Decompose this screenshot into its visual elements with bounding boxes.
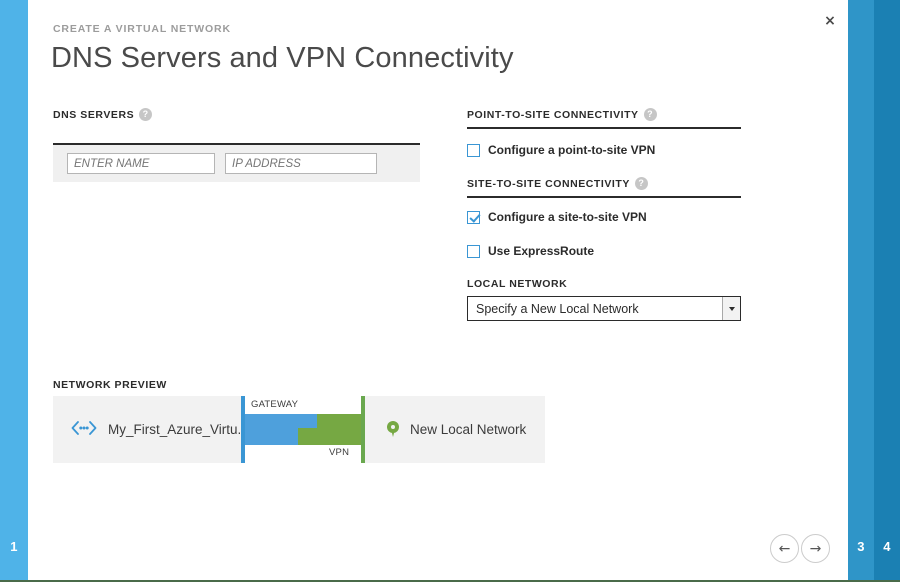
site-to-site-divider	[467, 196, 741, 198]
connector-left-edge	[241, 396, 245, 463]
close-icon[interactable]: ×	[824, 13, 836, 29]
virtual-network-icon	[71, 421, 97, 438]
step-indicator-3[interactable]: 3	[848, 0, 874, 582]
next-button[interactable]: →	[801, 534, 830, 563]
local-network-name: New Local Network	[410, 422, 527, 437]
dns-name-input[interactable]	[67, 153, 215, 174]
back-button[interactable]: ←	[770, 534, 799, 563]
checkbox-box[interactable]	[467, 244, 480, 258]
gateway-vpn-connector: GATEWAY VPN	[241, 396, 365, 463]
local-network-label-text: LOCAL NETWORK	[467, 278, 568, 290]
gateway-band-upper	[245, 414, 317, 428]
local-network-label: LOCAL NETWORK	[467, 278, 567, 290]
checkbox-label: Configure a site-to-site VPN	[488, 210, 647, 224]
virtual-network-node[interactable]: My_First_Azure_Virtu...	[53, 396, 249, 463]
gateway-label: GATEWAY	[251, 399, 299, 410]
vpn-band-upper	[317, 414, 361, 428]
local-network-select[interactable]: Specify a New Local Network	[467, 296, 741, 321]
bottom-accent-rule	[0, 580, 900, 582]
network-preview-diagram: My_First_Azure_Virtu... GATEWAY VPN New …	[53, 396, 545, 463]
dns-servers-label: DNS SERVERS ?	[53, 108, 153, 121]
vpn-label: VPN	[329, 447, 350, 458]
network-preview-label: NETWORK PREVIEW	[53, 379, 167, 391]
connector-right-edge	[361, 396, 365, 463]
local-network-selected-value: Specify a New Local Network	[476, 301, 639, 316]
step-4-number: 4	[883, 539, 891, 554]
network-preview-label-text: NETWORK PREVIEW	[53, 379, 167, 391]
checkbox-configure-point-to-site-vpn[interactable]: Configure a point-to-site VPN	[467, 143, 655, 157]
checkbox-label: Use ExpressRoute	[488, 244, 595, 258]
step-indicator-1[interactable]: 1	[0, 0, 28, 582]
chevron-down-icon[interactable]	[722, 297, 740, 320]
site-to-site-label: SITE-TO-SITE CONNECTIVITY ?	[467, 177, 648, 190]
step-indicator-4[interactable]: 4	[874, 0, 900, 582]
step-3-number: 3	[857, 539, 865, 554]
local-network-node[interactable]: New Local Network	[365, 396, 545, 463]
point-to-site-label-text: POINT-TO-SITE CONNECTIVITY	[467, 108, 639, 121]
virtual-network-name: My_First_Azure_Virtu...	[108, 422, 249, 437]
gateway-band-lower	[245, 428, 298, 445]
location-pin-icon	[387, 420, 399, 439]
step-1-number: 1	[10, 539, 18, 554]
help-icon[interactable]: ?	[139, 108, 153, 121]
checkbox-configure-site-to-site-vpn[interactable]: Configure a site-to-site VPN	[467, 210, 647, 224]
help-icon[interactable]: ?	[643, 108, 657, 121]
site-to-site-label-text: SITE-TO-SITE CONNECTIVITY	[467, 177, 630, 190]
breadcrumb: CREATE A VIRTUAL NETWORK	[53, 23, 231, 35]
dns-servers-label-text: DNS SERVERS	[53, 108, 135, 121]
checkbox-use-expressroute[interactable]: Use ExpressRoute	[467, 244, 594, 258]
dns-ip-input[interactable]	[225, 153, 377, 174]
vpn-band-lower	[298, 428, 361, 445]
dns-servers-panel	[53, 143, 420, 182]
point-to-site-label: POINT-TO-SITE CONNECTIVITY ?	[467, 108, 657, 121]
checkbox-label: Configure a point-to-site VPN	[488, 143, 656, 157]
help-icon[interactable]: ?	[634, 177, 648, 190]
checkbox-box[interactable]	[467, 143, 480, 157]
point-to-site-divider	[467, 127, 741, 129]
checkbox-box[interactable]	[467, 210, 480, 224]
page-title: DNS Servers and VPN Connectivity	[51, 42, 514, 74]
